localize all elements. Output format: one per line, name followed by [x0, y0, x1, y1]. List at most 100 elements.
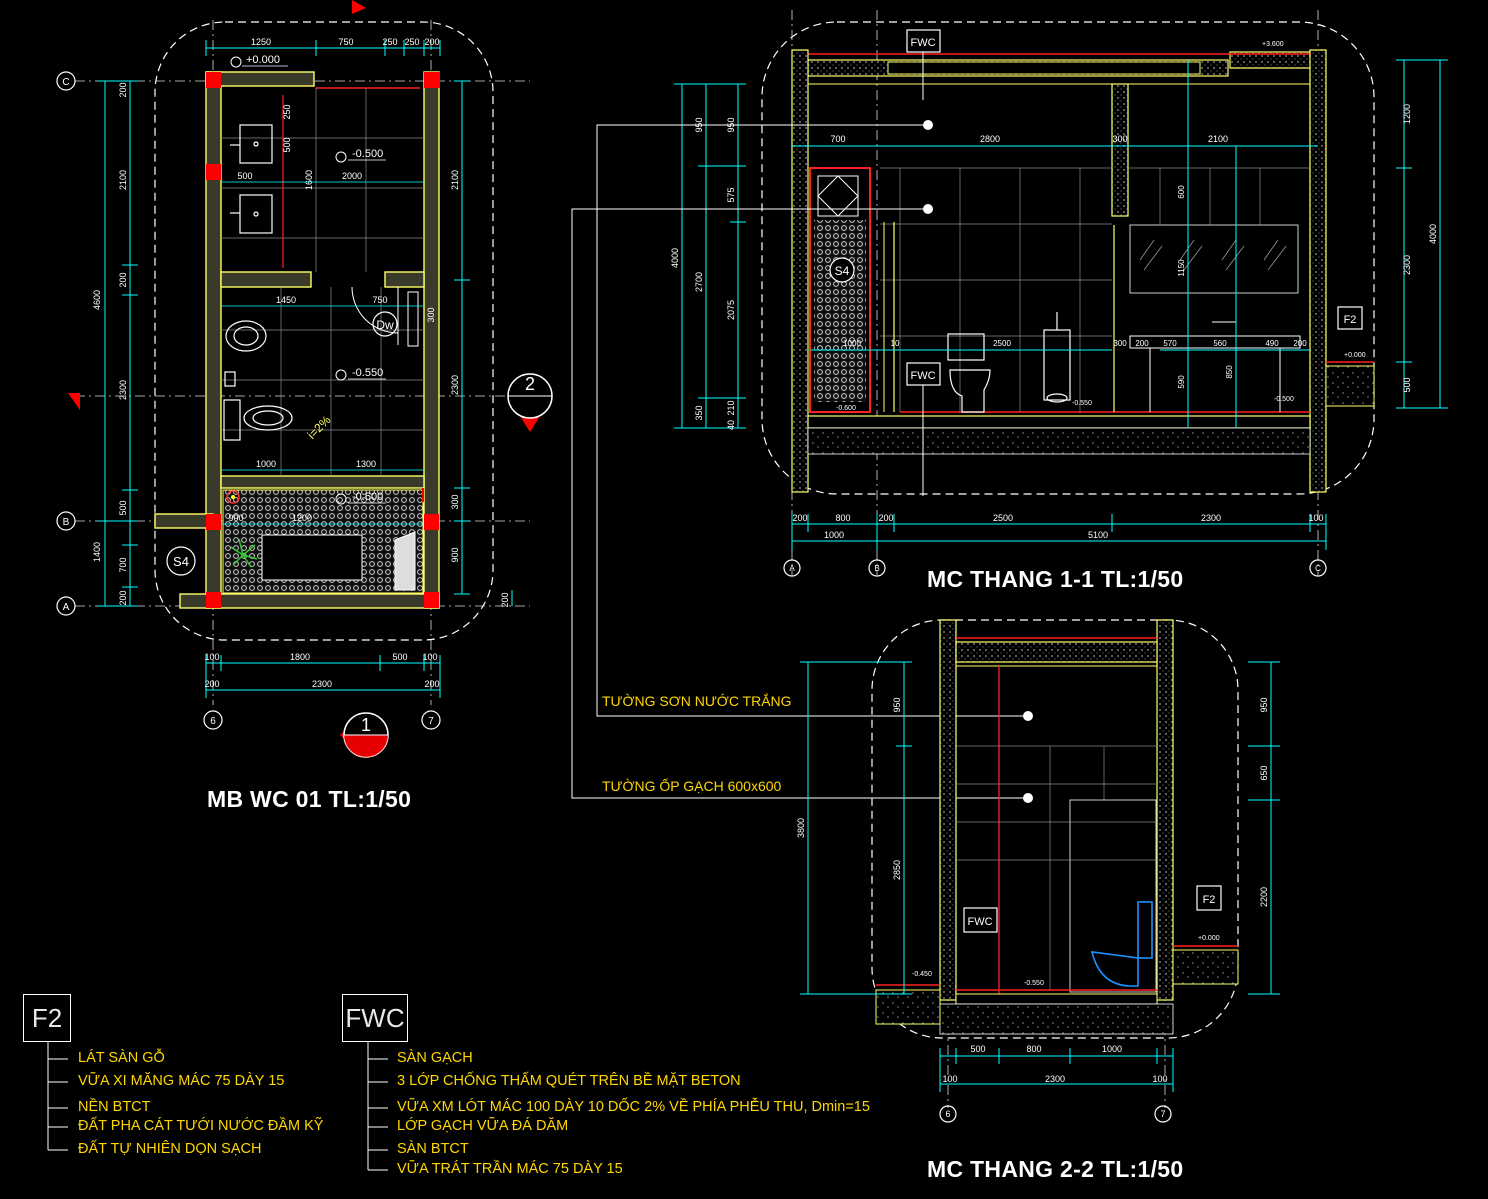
section-2-view: FWC F2 +0.000 -0.450 -0.550 [796, 619, 1280, 1123]
plan-level-3: -0.600 [352, 491, 383, 503]
s1-dim-left-5: 2075 [726, 300, 736, 320]
s1-dim-left-6: 350 [694, 405, 704, 420]
s1-inner-0: 1000 [843, 339, 861, 348]
s1-dim-right-3: 4000 [1428, 224, 1438, 244]
s1-dim-left-0: 4000 [670, 248, 680, 268]
plan-dim-right-0: 2100 [450, 170, 460, 190]
s1-inner-11: 590 [1177, 375, 1186, 389]
plan-inner-dim-4: 1000 [256, 459, 276, 469]
s2-level-1: -0.450 [912, 971, 932, 978]
s2-dim-right-0: 950 [1259, 697, 1269, 712]
plan-dim-left-3: 200 [118, 272, 128, 287]
plan-dim-bottom-3: 100 [422, 652, 437, 662]
slope-label: i=2% [305, 413, 334, 442]
s1-dim-right-1: 2300 [1402, 255, 1412, 275]
fwc-tag-top: FWC [910, 37, 935, 49]
plan-inner-dim-9: 500 [282, 137, 292, 152]
s1-inner-2: 2500 [993, 339, 1011, 348]
plan-dim-top-2: 250 [382, 37, 397, 47]
s1-inner-9: 600 [1177, 185, 1186, 199]
plan-inner-dim-10: 250 [282, 104, 292, 119]
plan-inner-dim-8: 1600 [304, 170, 314, 190]
plan-dim-right-4: 200 [500, 592, 510, 607]
s4-symbol-plan: S4 [173, 554, 189, 569]
s2-dim-left-1: 950 [892, 697, 902, 712]
plan-axis-C: C [62, 77, 69, 88]
fwc-legend-code: FWC [342, 994, 408, 1042]
s1-dim-left-8: 210 [726, 400, 736, 415]
s1-level-3: -0.550 [1072, 400, 1092, 407]
s2-dim-bottom-3: 100 [942, 1074, 957, 1084]
f2-legend-code: F2 [23, 994, 71, 1042]
plan-dim-left-1: 1400 [92, 542, 102, 562]
plan-view: Dw i=2% S4 +0.000 -0.500 -0.550 -0.600 [56, 0, 553, 758]
s1-dim-top-3: 2100 [1208, 134, 1228, 144]
fwc-legend-item: 3 LỚP CHỐNG THẤM QUÉT TRÊN BỀ MẶT BETON [397, 1073, 741, 1089]
wall-tile-label: TƯỜNG ỐP GẠCH 600x600 [602, 778, 782, 794]
s2-dim-left-0: 3800 [796, 818, 806, 838]
s1-dim-bottom-1: 800 [835, 513, 850, 523]
plan-inner-dim-7: 1200 [292, 513, 312, 523]
section-mark-2: 2 [507, 373, 553, 432]
s2-dim-left-2: 2850 [892, 860, 902, 880]
plan-inner-dim-11: 300 [426, 307, 436, 322]
s2-dim-bottom-0: 500 [970, 1044, 985, 1054]
s2-axis-7: 7 [1160, 1109, 1165, 1119]
s1-dim-bottom-3: 2500 [993, 513, 1013, 523]
s1-inner-6: 560 [1213, 339, 1227, 348]
s1-axis-A: A [789, 564, 795, 573]
s2-fwc-tag: FWC [967, 916, 992, 928]
plan-dim-left-0: 4600 [92, 290, 102, 310]
plan-axis-6: 6 [210, 716, 216, 727]
fwc-legend-item: SÀN GẠCH [397, 1050, 473, 1066]
plan-dim-left-6: 700 [118, 557, 128, 572]
s1-inner-8: 200 [1293, 339, 1307, 348]
f2-legend-item: LÁT SÀN GỖ [78, 1050, 165, 1066]
s1-axis-B: B [874, 564, 879, 573]
plan-dim-bottom-0: 100 [204, 652, 219, 662]
plan-level-0: +0.000 [246, 54, 280, 66]
section-1-view: S4 [670, 10, 1448, 577]
s1-dim-bottom-0: 200 [792, 513, 807, 523]
plan-dim-left-4: 2300 [118, 380, 128, 400]
s4-tag-section: S4 [835, 264, 850, 278]
s2-level-2: -0.550 [1024, 980, 1044, 987]
leader-lines [571, 124, 1028, 799]
plan-inner-dim-1: 2000 [342, 171, 362, 181]
f2-tag: F2 [1344, 314, 1357, 326]
s1-dim-bottom-5: 100 [1308, 513, 1323, 523]
svg-text:2: 2 [525, 374, 535, 394]
s1-dim-bottom-2: 200 [878, 513, 893, 523]
dw-symbol: Dw [376, 318, 394, 332]
plan-dim-bottom-1: 1800 [290, 652, 310, 662]
s1-inner-5: 570 [1163, 339, 1177, 348]
plan-dim-bottom-6: 200 [424, 679, 439, 689]
plan-level-1: -0.500 [352, 148, 383, 160]
s1-dim-top-1: 2800 [980, 134, 1000, 144]
s2-f2-tag: F2 [1203, 894, 1216, 906]
plan-inner-dim-5: 1300 [356, 459, 376, 469]
plan-dim-left-7: 200 [118, 590, 128, 605]
plan-title: MB WC 01 TL:1/50 [207, 786, 412, 812]
s2-axis-6: 6 [945, 1109, 950, 1119]
section-mark-1: 1 [340, 712, 389, 758]
plan-dim-right-2: 300 [450, 494, 460, 509]
s1-dim-top-2: 300 [1112, 134, 1127, 144]
s1-inner-12: 850 [1225, 365, 1234, 379]
plan-dim-left-8: 200 [118, 82, 128, 97]
s1-inner-4: 200 [1135, 339, 1149, 348]
s1-dim-left-4: 2700 [694, 272, 704, 292]
plan-dim-top-1: 750 [338, 37, 353, 47]
s1-dim-bottom-4: 2300 [1201, 513, 1221, 523]
s1-level-4: -0.500 [1274, 396, 1294, 403]
fwc-legend-item: SÀN BTCT [397, 1141, 469, 1157]
plan-dim-left-5: 500 [118, 500, 128, 515]
s2-dim-bottom-5: 100 [1152, 1074, 1167, 1084]
plan-inner-dim-0: 500 [237, 171, 252, 181]
fwc-legend-item: VỮA XM LÓT MÁC 100 DÀY 10 DỐC 2% VỀ PHÍA… [397, 1099, 870, 1115]
plan-inner-dim-6: 900 [228, 513, 243, 523]
fwc-legend-item: VỮA TRÁT TRẦN MÁC 75 DÀY 15 [397, 1161, 623, 1177]
s1-inner-3: 300 [1113, 339, 1127, 348]
plan-dim-bottom-2: 500 [392, 652, 407, 662]
